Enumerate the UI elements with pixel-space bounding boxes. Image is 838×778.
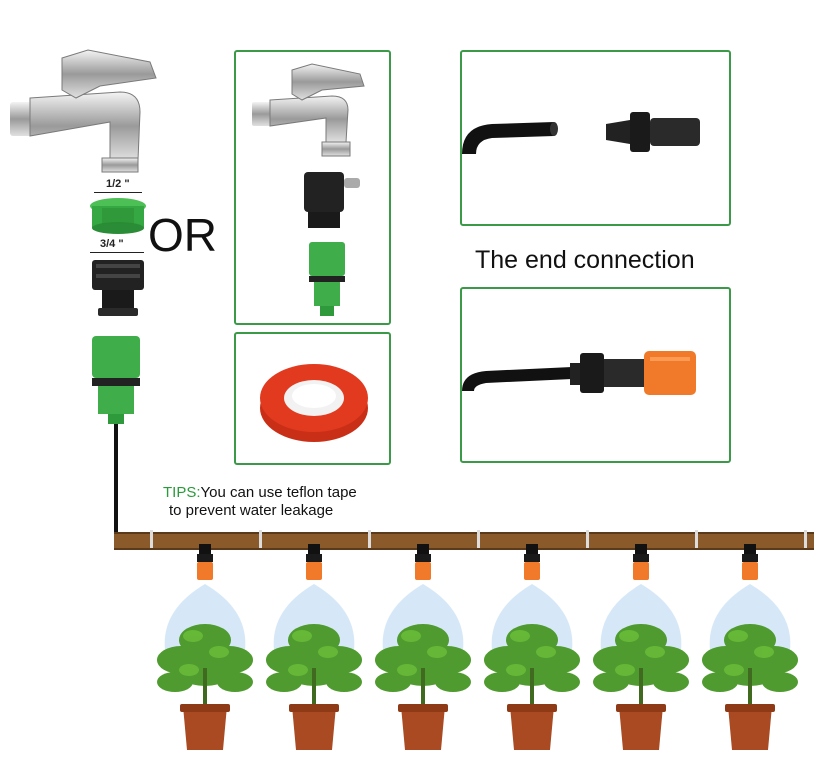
size-label-three-quarter-inch: 3/4 " bbox=[100, 238, 124, 250]
pipe-joint bbox=[477, 530, 480, 548]
potted-plant-icon bbox=[266, 544, 362, 750]
tips-tag: TIPS: bbox=[163, 484, 201, 501]
tips-line-2: to prevent water leakage bbox=[169, 502, 334, 519]
size-line-half bbox=[94, 192, 142, 193]
potted-plant-icon bbox=[593, 544, 689, 750]
tips-line-1: You can use teflon tape bbox=[200, 484, 357, 501]
pipe-joint bbox=[368, 530, 371, 548]
quick-connector-icon bbox=[92, 336, 140, 424]
tips-text: TIPS:You can use teflon tape to prevent … bbox=[163, 484, 357, 520]
size-line-three-quarter bbox=[90, 252, 144, 253]
end-plug-icon bbox=[606, 112, 700, 152]
teflon-tape-icon bbox=[260, 364, 368, 442]
tap-quick-connector-icon bbox=[309, 242, 345, 316]
black-tube-icon bbox=[462, 122, 558, 154]
pipe-joint bbox=[259, 530, 262, 548]
potted-plant-icon bbox=[157, 544, 253, 750]
end-cap-panel bbox=[460, 287, 731, 463]
end-cap-dripper-icon bbox=[462, 351, 696, 395]
black-thread-adapter-icon bbox=[92, 260, 144, 316]
universal-tap-adapter-icon bbox=[304, 172, 360, 228]
tap-connector-panel bbox=[234, 50, 391, 325]
or-text: OR bbox=[148, 209, 217, 261]
pipe-joint bbox=[150, 530, 153, 548]
pipe-joint bbox=[586, 530, 589, 548]
size-label-half-inch: 1/2 " bbox=[106, 178, 130, 190]
vertical-tube bbox=[114, 424, 118, 544]
potted-plant-icon bbox=[484, 544, 580, 750]
end-connection-title: The end connection bbox=[475, 246, 695, 274]
tap-faucet-icon bbox=[252, 63, 365, 157]
teflon-tape-panel bbox=[234, 332, 391, 465]
potted-plant-icon bbox=[702, 544, 798, 750]
pipe-joint bbox=[695, 530, 698, 548]
main-faucet-icon bbox=[10, 49, 157, 173]
pipe-joint bbox=[804, 530, 807, 548]
potted-plant-icon bbox=[375, 544, 471, 750]
green-thread-adapter-icon bbox=[90, 198, 146, 234]
end-plug-panel bbox=[460, 50, 731, 226]
